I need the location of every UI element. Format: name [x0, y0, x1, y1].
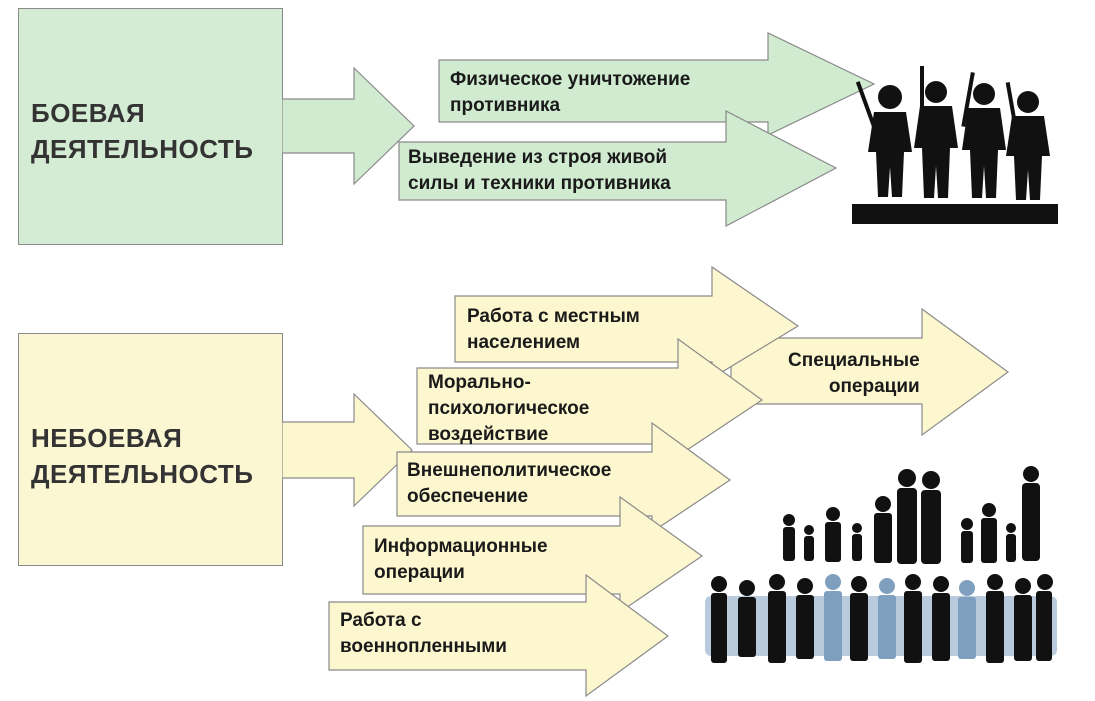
arrow-special-operations-label: Специальные операции — [788, 350, 920, 397]
arrow-information-operations — [362, 496, 704, 614]
noncombat-connector-arrow — [282, 392, 413, 508]
arrow-physical-destruction — [438, 32, 876, 136]
arrow-information-operations-label: Информационные операции — [374, 536, 548, 583]
combat-connector-arrow — [282, 66, 415, 186]
noncombat-title: НЕБОЕВАЯ ДЕЯТЕЛЬНОСТЬ — [31, 423, 254, 489]
arrow-moral-psychological-label: Морально- психологическое воздействие — [428, 372, 590, 445]
arrow-disable-forces — [398, 110, 838, 227]
arrow-local-population-label: Работа с местным населением — [467, 306, 640, 353]
arrow-disable-forces-label: Выведение из строя живой силы и техники … — [408, 147, 671, 194]
combat-title: БОЕВАЯ ДЕЯТЕЛЬНОСТЬ — [31, 98, 254, 164]
arrow-moral-psychological — [416, 338, 764, 458]
arrow-foreign-policy-label: Внешнеполитическое обеспечение — [407, 460, 612, 507]
arrow-physical-destruction-label: Физическое уничтожение противника — [450, 69, 691, 116]
arrow-foreign-policy — [396, 422, 732, 534]
combat-box: БОЕВАЯ ДЕЯТЕЛЬНОСТЬ — [18, 8, 283, 245]
arrow-prisoners-label: Работа с военнопленными — [340, 610, 507, 657]
people-crowd-silhouette — [705, 466, 1057, 663]
arrow-special-operations — [730, 308, 1010, 437]
soldiers-silhouette — [852, 66, 1058, 224]
arrow-prisoners — [328, 574, 670, 698]
noncombat-box: НЕБОЕВАЯ ДЕЯТЕЛЬНОСТЬ — [18, 333, 283, 566]
arrow-local-population — [454, 266, 800, 380]
